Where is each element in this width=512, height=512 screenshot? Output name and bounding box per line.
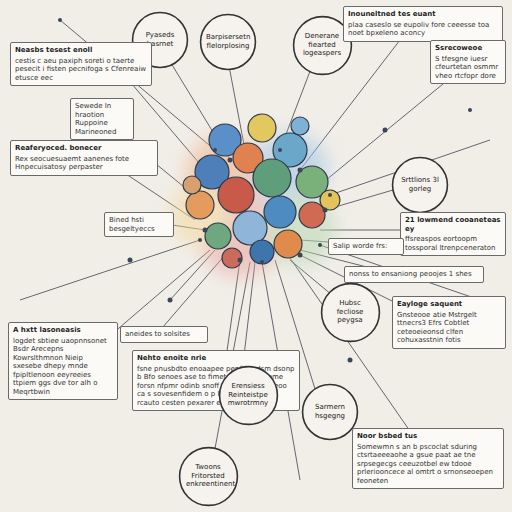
box-heading: Inouneltned tes euant [348,10,498,19]
note-box: Sewede In hraotion Ruppoine Marineoned [70,98,134,140]
box-heading: Reaferyoced. bonecer [15,144,153,153]
box-body: ffsreaspos eortoopm tossporal ltrenpcene… [405,235,501,252]
circle-label: Erensiess Reinteistpe mwrotrmny [226,382,270,408]
note-box: aneides to solsites [120,326,208,343]
circle-label: Hubsc fecliose peygsa [328,299,372,325]
box-heading: 21 lowmend cooaneteas ey [405,216,501,233]
cluster-wash [170,132,336,277]
topic-circle: Barpisersetn flelorplosing [200,14,256,70]
box-heading: Ssrecoweoe [435,44,501,53]
note-box: Salip worde frs: [328,238,404,255]
box-heading: A hxtt lasoneasis [13,326,113,335]
box-body: cestis c aeu paxiph soreti o taerte pese… [15,57,147,83]
box-heading: Salip worde frs: [333,242,399,251]
topic-circle: Srttlions 3l gorleg [392,157,448,213]
cluster-cells [183,114,340,268]
circle-label: Srttlions 3l gorleg [398,176,442,193]
note-box: Bined hsti besgeltyeccs [104,212,174,237]
box-heading: Eayloge saquent [397,300,501,309]
box-heading: aneides to solsites [125,330,203,339]
box-heading: nonss to ensaniong peoojes 1 shes [349,270,479,279]
box-heading: Noor bsbed tus [357,432,499,441]
circle-label: Sarmern hsgegng [308,403,352,420]
box-heading: Sewede In hraotion Ruppoine Marineoned [75,102,129,136]
topic-circle: Hubsc fecliose peygsa [321,283,380,342]
topic-circle: Twoons Fritorsted enkreentinent [179,447,238,506]
box-heading: Bined hsti besgeltyeccs [109,216,169,233]
box-body: Rex seocuesuaemt aanenes fote Hnpecuisat… [15,155,153,172]
box-body: plaa caseslo se eupoliv fore ceeesse toa… [348,21,498,38]
note-box: Ssrecoweoe S tfesgne iuesr cfeurtetan osm… [430,40,506,84]
box-heading: Nehto enoite nrie [137,354,295,363]
note-box: Noor bsbed tusSomewmn s an b pscoclat sd… [352,428,504,489]
note-box: Reaferyoced. bonecerRex seocuesuaemt aan… [10,140,158,176]
circle-label: Denerane fiearted logeaspers [300,32,344,58]
box-body: Somewmn s an b pscoclat sduring ctsrtaee… [357,443,499,486]
circle-label: Twoons Fritorsted enkreentinent [186,463,230,489]
note-box: A hxtt lasoneasis logdet sbtiee uaopnnson… [8,322,118,400]
box-body: logdet sbtiee uaopnnsonet Bsdr Arecepns … [13,337,113,397]
note-box: Eayloge saquentGnsteooe atie Mstrgelt tt… [392,296,506,349]
note-box: Inouneltned tes euant plaa caseslo se eup… [343,6,503,42]
topic-circle: Sarmern hsgegng [302,384,358,440]
topic-circle: Erensiess Reinteistpe mwrotrmny [219,366,278,425]
box-body: Gnsteooe atie Mstrgelt ttnecrs3 Efrs Cob… [397,311,501,345]
box-body: S tfesgne iuesr cfeurtetan osmmr vheo rt… [435,55,501,81]
note-box: 21 lowmend cooaneteas ey ffsreaspos eorto… [400,212,506,256]
box-heading: Neasbs tesest enoll [15,46,147,55]
note-box: Neasbs tesest enoll cestis c aeu paxiph s… [10,42,152,86]
note-box: nonss to ensaniong peoojes 1 shes [344,266,484,283]
circle-label: Barpisersetn flelorplosing [206,33,250,50]
